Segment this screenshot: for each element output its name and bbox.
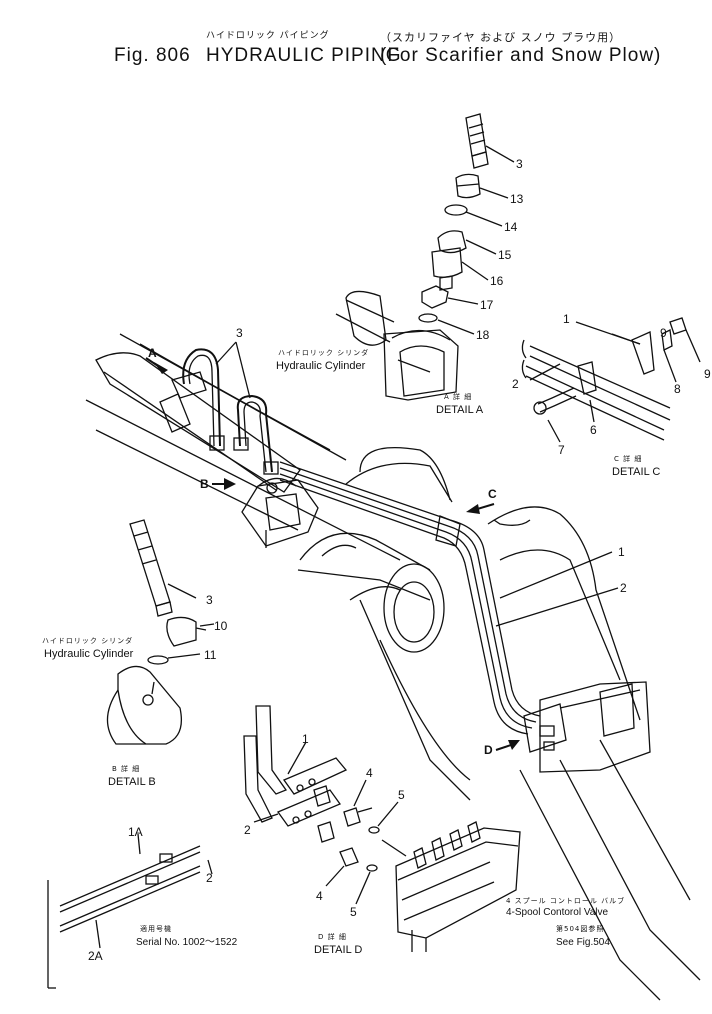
part-number-9b: 9 — [704, 367, 711, 381]
part-number-4-a: 4 — [366, 766, 373, 780]
part-number-11: 11 — [204, 648, 217, 662]
valve-label-jp: 4 スプール コントロール バルブ — [506, 897, 626, 905]
callout-c: C — [488, 487, 497, 501]
part-number-2-detail-c: 2 — [512, 377, 519, 391]
part-number-5-b: 5 — [350, 905, 357, 919]
detail-c-label-jp: C 詳 細 — [614, 455, 643, 463]
subtitle-jp: （スカリファイヤ および スノウ プラウ用） — [380, 31, 622, 44]
part-number-6: 6 — [590, 423, 597, 437]
part-number-3-top: 3 — [516, 157, 523, 171]
part-number-2-alt: 2 — [206, 871, 213, 885]
main-leaders — [215, 341, 619, 627]
part-number-4-b: 4 — [316, 889, 323, 903]
detail-b-label: DETAIL B — [108, 776, 156, 788]
detail-b-label-jp: B 詳 細 — [112, 765, 141, 773]
serial-number-range: Serial No. 1002～1522 — [136, 937, 238, 948]
detail-c-clamp — [521, 317, 701, 443]
part-number-14: 14 — [504, 220, 518, 234]
figure-number: Fig. 806 — [114, 45, 191, 66]
part-number-1-detail-d: 1 — [302, 732, 309, 746]
part-number-1-detail-c: 1 — [563, 312, 570, 326]
callout-a: A — [148, 346, 157, 360]
cylinder-b-label: Hydraulic Cylinder — [44, 648, 134, 660]
part-number-3-left: 3 — [236, 326, 243, 340]
part-number-1a: 1A — [128, 825, 143, 839]
part-number-5-a: 5 — [398, 788, 405, 802]
detail-d-label: DETAIL D — [314, 944, 363, 956]
part-number-17: 17 — [480, 298, 494, 312]
serial-label-jp: 適用号機 — [140, 925, 172, 933]
part-number-2-detail-d: 2 — [244, 823, 251, 837]
part-number-8: 8 — [674, 382, 681, 396]
part-number-2a: 2A — [88, 949, 103, 963]
cylinder-b-label-jp: ハイドロリック シリンダ — [42, 637, 134, 645]
see-figure-label-jp: 第504図参照 — [556, 925, 605, 933]
part-number-2-main: 2 — [620, 581, 627, 595]
part-number-18: 18 — [476, 328, 490, 342]
part-number-7: 7 — [558, 443, 565, 457]
detail-a-label-jp: A 詳 細 — [444, 393, 473, 401]
part-number-1-main: 1 — [618, 545, 625, 559]
callout-arrows — [145, 357, 520, 751]
title-jp: ハイドロリック パイピング — [206, 31, 330, 41]
main-frame — [85, 333, 701, 1001]
detail-d-label-jp: D 詳 細 — [318, 933, 347, 941]
detail-a-label: DETAIL A — [436, 404, 484, 416]
detail-b-fittings — [106, 519, 215, 745]
callout-d: D — [484, 743, 493, 757]
detail-a-fittings — [335, 113, 515, 401]
part-number-13: 13 — [510, 192, 524, 206]
valve-label: 4-Spool Contorol Valve — [506, 907, 609, 918]
detail-c-label: DETAIL C — [612, 466, 661, 478]
see-figure-label: See Fig.504 — [556, 937, 610, 948]
part-number-16: 16 — [490, 274, 504, 288]
part-number-9a: 9 — [660, 326, 667, 340]
callout-b: B — [200, 477, 209, 491]
page-title: HYDRAULIC PIPING — [206, 45, 402, 66]
part-number-3-detail-b: 3 — [206, 593, 213, 607]
page-subtitle: (For Scarifier and Snow Plow) — [380, 45, 662, 66]
cylinder-a-label: Hydraulic Cylinder — [276, 360, 366, 372]
cylinder-a-label-jp: ハイドロリック シリンダ — [278, 349, 370, 357]
part-number-10: 10 — [214, 619, 228, 633]
part-number-15: 15 — [498, 248, 512, 262]
detail-d-fittings — [243, 705, 521, 952]
detail-b-alt — [47, 833, 213, 989]
